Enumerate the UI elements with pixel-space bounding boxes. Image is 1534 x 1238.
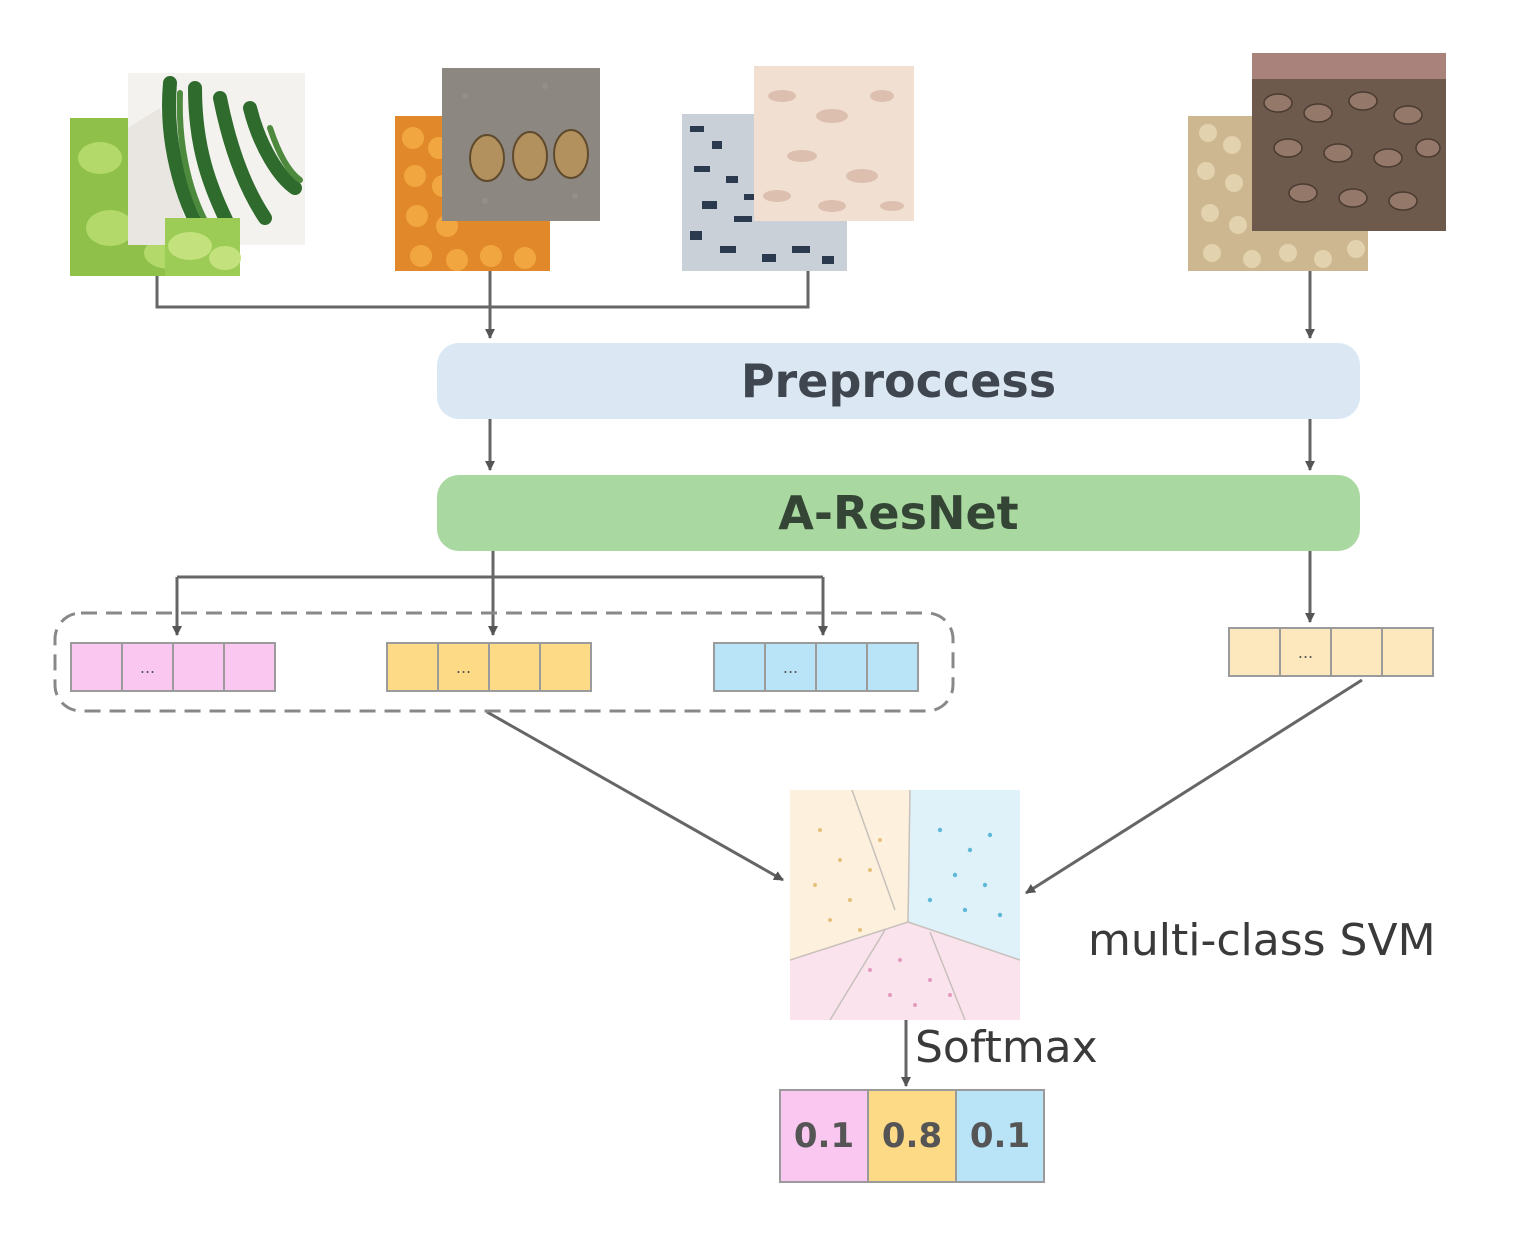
vector-cell <box>70 642 123 692</box>
image-bracket-line <box>155 270 810 309</box>
softmax-label: Softmax <box>915 1022 1098 1073</box>
vector-cell: ... <box>121 642 174 692</box>
svm-label: multi-class SVM <box>1088 915 1436 966</box>
vector-cell: ... <box>764 642 817 692</box>
vector-cell <box>488 642 541 692</box>
preprocess-stage: Preproccess <box>437 343 1360 419</box>
vector-cell <box>1330 627 1383 677</box>
feature-vector-pink: ... <box>70 642 276 692</box>
vector-cell <box>386 642 439 692</box>
vector-cell <box>815 642 868 692</box>
vector-cell <box>539 642 592 692</box>
feature-vector-query: ... <box>1228 627 1434 677</box>
green-beans-image <box>70 73 305 276</box>
vector-cell <box>713 642 766 692</box>
potato-image <box>395 68 600 271</box>
vector-cell <box>866 642 919 692</box>
vector-cell <box>172 642 225 692</box>
preprocess-label: Preproccess <box>740 354 1057 408</box>
feature-vector-blue: ... <box>713 642 919 692</box>
a-resnet-stage: A-ResNet <box>437 475 1360 551</box>
vector-cell <box>223 642 276 692</box>
support-set-group <box>53 611 955 713</box>
output-probability-vector: 0.1 0.8 0.1 <box>779 1089 1045 1183</box>
rice-image <box>682 66 914 271</box>
vector-cell: ... <box>437 642 490 692</box>
probability-cell: 0.1 <box>779 1089 869 1183</box>
feature-vector-orange: ... <box>386 642 592 692</box>
probability-cell: 0.1 <box>955 1089 1045 1183</box>
vector-cell: ... <box>1279 627 1332 677</box>
nuts-image <box>1188 53 1446 271</box>
svm-decision-regions <box>790 790 1020 1020</box>
vector-cell <box>1228 627 1281 677</box>
network-label: A-ResNet <box>778 486 1019 540</box>
probability-cell: 0.8 <box>867 1089 957 1183</box>
arrow-support-to-svm <box>486 710 784 882</box>
vector-cell <box>1381 627 1434 677</box>
arrow-query-to-svm <box>1025 678 1363 895</box>
